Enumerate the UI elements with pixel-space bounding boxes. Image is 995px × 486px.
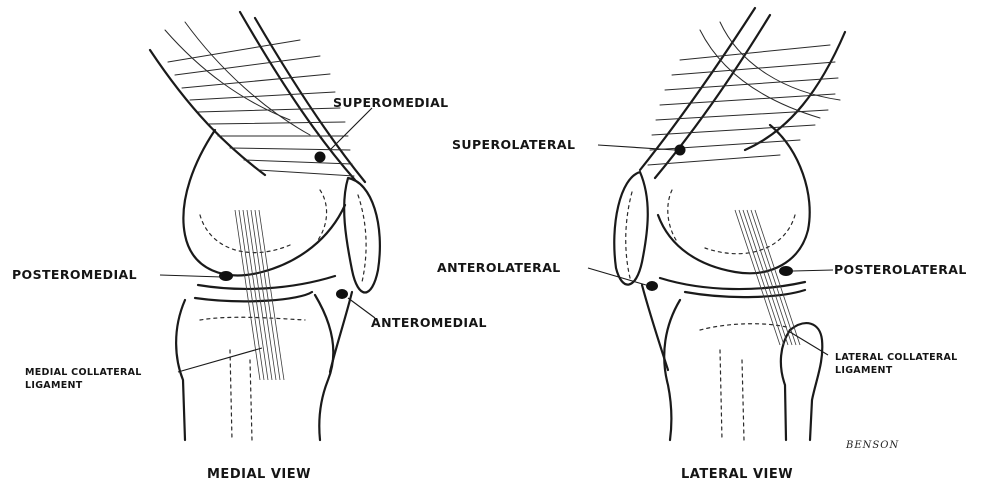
lateral-view-caption: LATERAL VIEW <box>681 468 793 481</box>
lcl-label-line2: LIGAMENT <box>835 365 958 378</box>
mcl-label-line2: LIGAMENT <box>25 380 142 393</box>
posterolateral-portal-marker <box>779 266 793 276</box>
medial-view-caption: MEDIAL VIEW <box>207 468 311 481</box>
superolateral-portal-marker <box>675 145 686 156</box>
lcl-label-line1: LATERAL COLLATERAL <box>835 352 958 365</box>
lateral-patellar-tendon <box>642 285 668 370</box>
anteromedial-portal-marker <box>336 289 348 299</box>
anteromedial-label: ANTEROMEDIAL <box>371 317 487 330</box>
medial-collateral-ligament-label: MEDIAL COLLATERAL LIGAMENT <box>25 367 142 393</box>
lateral-view-drawing <box>588 8 845 440</box>
anterolateral-label: ANTEROLATERAL <box>437 262 561 275</box>
lateral-thigh-muscles <box>640 8 845 178</box>
posteromedial-leader <box>160 275 222 277</box>
lateral-joint-line <box>660 278 805 289</box>
patellar-tendon <box>330 292 352 372</box>
lateral-tibia <box>664 300 680 440</box>
lateral-collateral-ligament-label: LATERAL COLLATERAL LIGAMENT <box>835 352 958 378</box>
superolateral-label: SUPEROLATERAL <box>452 139 575 152</box>
superolateral-leader <box>598 145 675 150</box>
superomedial-portal-marker <box>315 152 326 163</box>
lateral-collateral-ligament <box>735 210 800 345</box>
medial-collateral-ligament <box>235 210 284 380</box>
patella <box>344 178 380 293</box>
anterolateral-portal-marker <box>646 281 658 291</box>
posterolateral-label: POSTEROLATERAL <box>834 264 967 277</box>
superomedial-leader <box>330 108 372 150</box>
artist-signature: BENSON <box>846 440 899 451</box>
posteromedial-portal-marker <box>219 271 233 281</box>
superomedial-label: SUPEROMEDIAL <box>333 97 449 110</box>
lateral-patella <box>614 172 647 285</box>
medial-view-drawing <box>150 12 380 440</box>
posteromedial-label: POSTEROMEDIAL <box>12 269 137 282</box>
posterolateral-leader <box>793 270 833 271</box>
mcl-label-line1: MEDIAL COLLATERAL <box>25 367 142 380</box>
